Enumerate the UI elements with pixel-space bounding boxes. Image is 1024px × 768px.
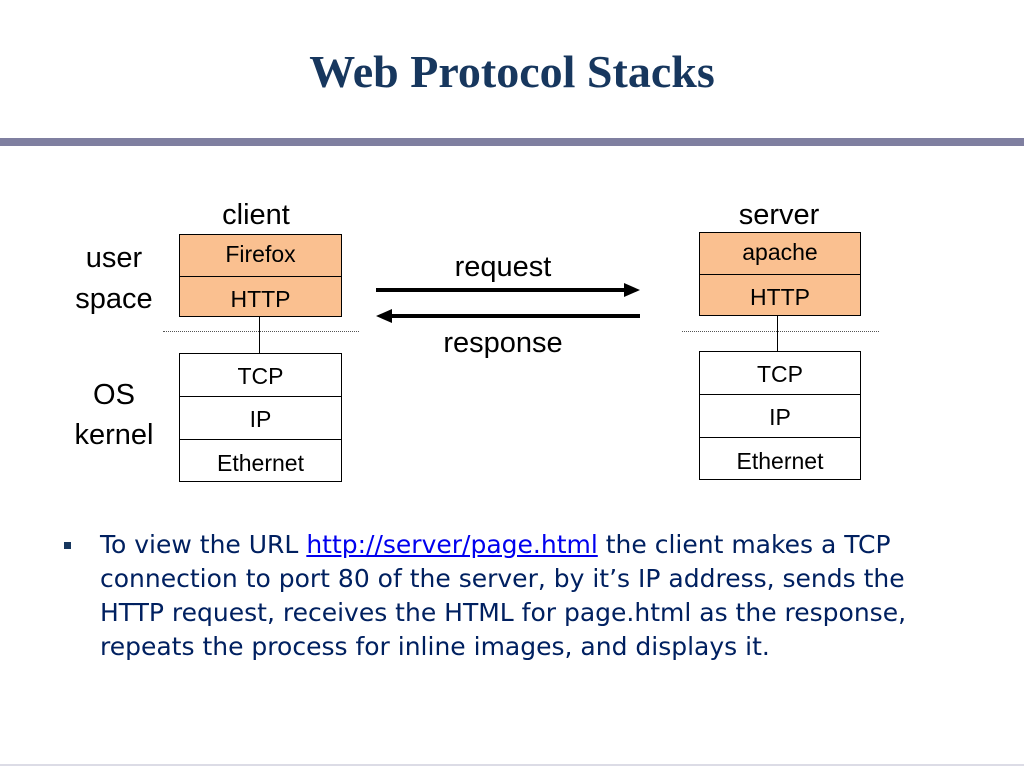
server-app-layer-label: apache <box>742 239 818 265</box>
server-tcp-label: TCP <box>757 361 803 387</box>
bullet-text-after-link: the client makes a TCP connection to por… <box>100 530 907 661</box>
server-tcp-layer: TCP <box>699 351 861 395</box>
client-tcp-layer: TCP <box>179 353 342 397</box>
server-ip-label: IP <box>769 404 791 430</box>
client-ip-layer: IP <box>179 396 342 440</box>
request-response-arrows <box>376 283 640 323</box>
client-ethernet-layer: Ethernet <box>179 439 342 482</box>
request-label: request <box>454 251 552 283</box>
title-divider <box>0 138 1024 146</box>
os-kernel-label-line2: kernel <box>74 419 154 451</box>
bullet-item: To view the URL http://server/page.html … <box>100 528 970 664</box>
server-http-layer: HTTP <box>699 274 861 316</box>
server-ip-layer: IP <box>699 394 861 438</box>
server-ethernet-layer: Ethernet <box>699 437 861 480</box>
client-heading: client <box>222 199 290 231</box>
request-arrow-icon <box>376 283 640 297</box>
server-stack-connector <box>777 315 778 352</box>
slide-title: Web Protocol Stacks <box>309 46 715 97</box>
client-http-label: HTTP <box>230 286 291 312</box>
server-http-label: HTTP <box>749 284 811 310</box>
server-app-layer-apache: apache <box>699 232 861 275</box>
server-heading: server <box>738 199 820 231</box>
user-space-label-line2: space <box>75 283 153 315</box>
client-ethernet-label: Ethernet <box>217 450 304 476</box>
url-link[interactable]: http://server/page.html <box>306 530 598 559</box>
client-kernel-boundary <box>163 331 359 332</box>
client-http-layer: HTTP <box>179 276 342 317</box>
bullet-square-icon <box>64 542 71 549</box>
client-tcp-label: TCP <box>237 363 284 389</box>
footer-divider <box>0 764 1024 766</box>
os-kernel-label-line1: OS <box>93 379 135 411</box>
client-ip-label: IP <box>249 406 272 432</box>
client-app-layer-label: Firefox <box>225 241 296 267</box>
user-space-label-line1: user <box>85 242 143 274</box>
client-app-layer-firefox: Firefox <box>179 234 342 277</box>
client-stack-connector <box>259 316 260 354</box>
response-label: response <box>443 327 563 359</box>
response-arrow-icon <box>376 309 640 323</box>
server-ethernet-label: Ethernet <box>736 448 824 474</box>
bullet-text-before-link: To view the URL <box>100 530 307 559</box>
server-kernel-boundary <box>682 331 879 332</box>
